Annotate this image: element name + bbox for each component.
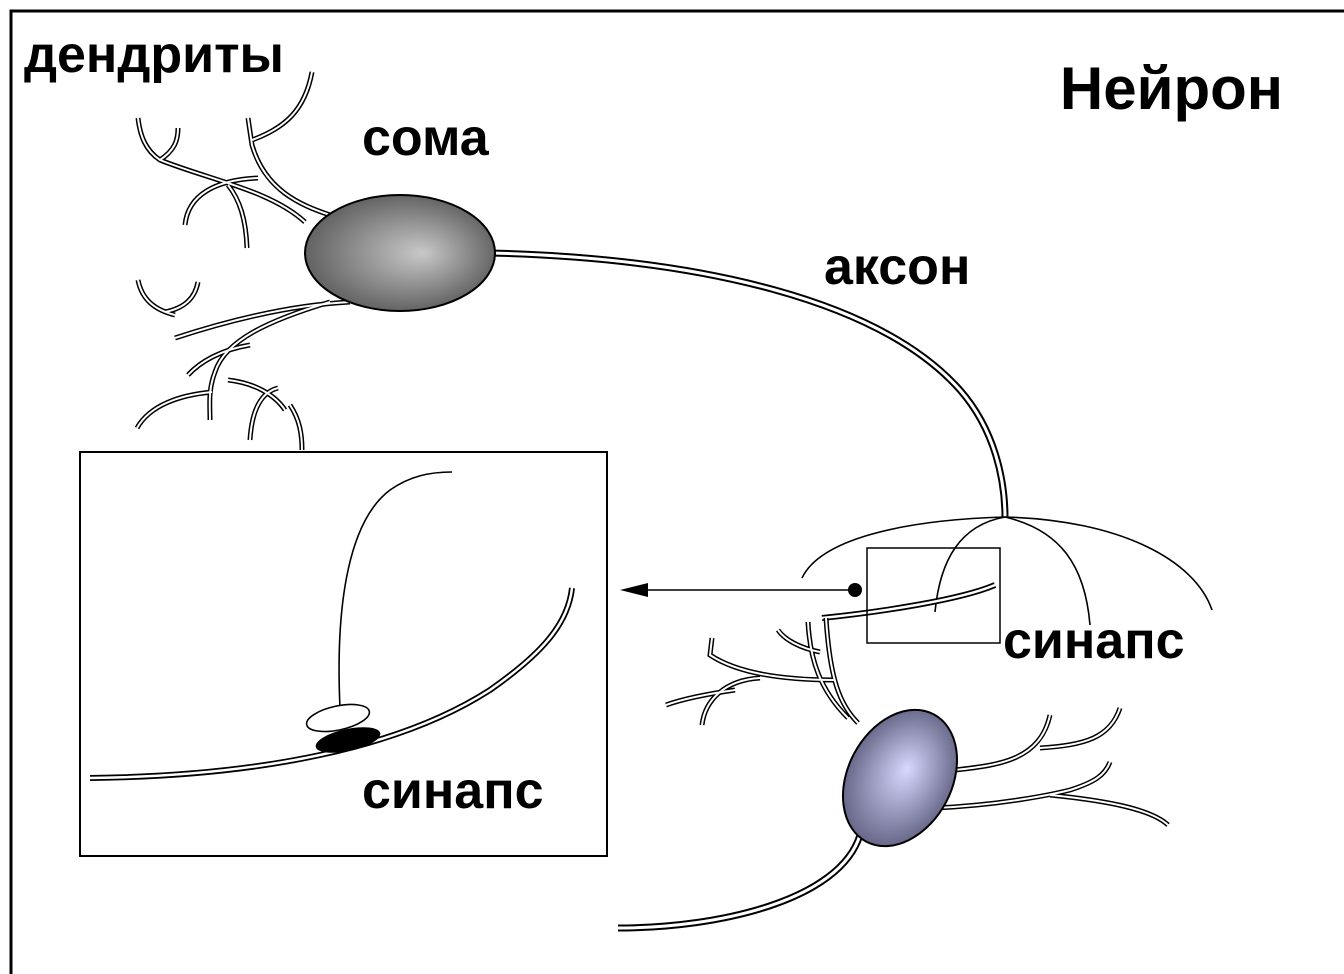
zoom-arrow: [620, 583, 862, 597]
soma-body: [305, 195, 495, 311]
axon-terminals: [802, 517, 1212, 625]
dendrites-label: дендриты: [24, 26, 284, 84]
title-label: Нейрон: [1060, 55, 1283, 122]
axon-label: аксон: [824, 238, 970, 296]
inset-synapse-label: синапс: [362, 762, 544, 820]
synapse-label: синапс: [1003, 612, 1185, 670]
soma-label: сома: [362, 109, 490, 167]
synapse-highlight-box: [867, 548, 1000, 643]
second-neuron-axon: [618, 835, 860, 928]
